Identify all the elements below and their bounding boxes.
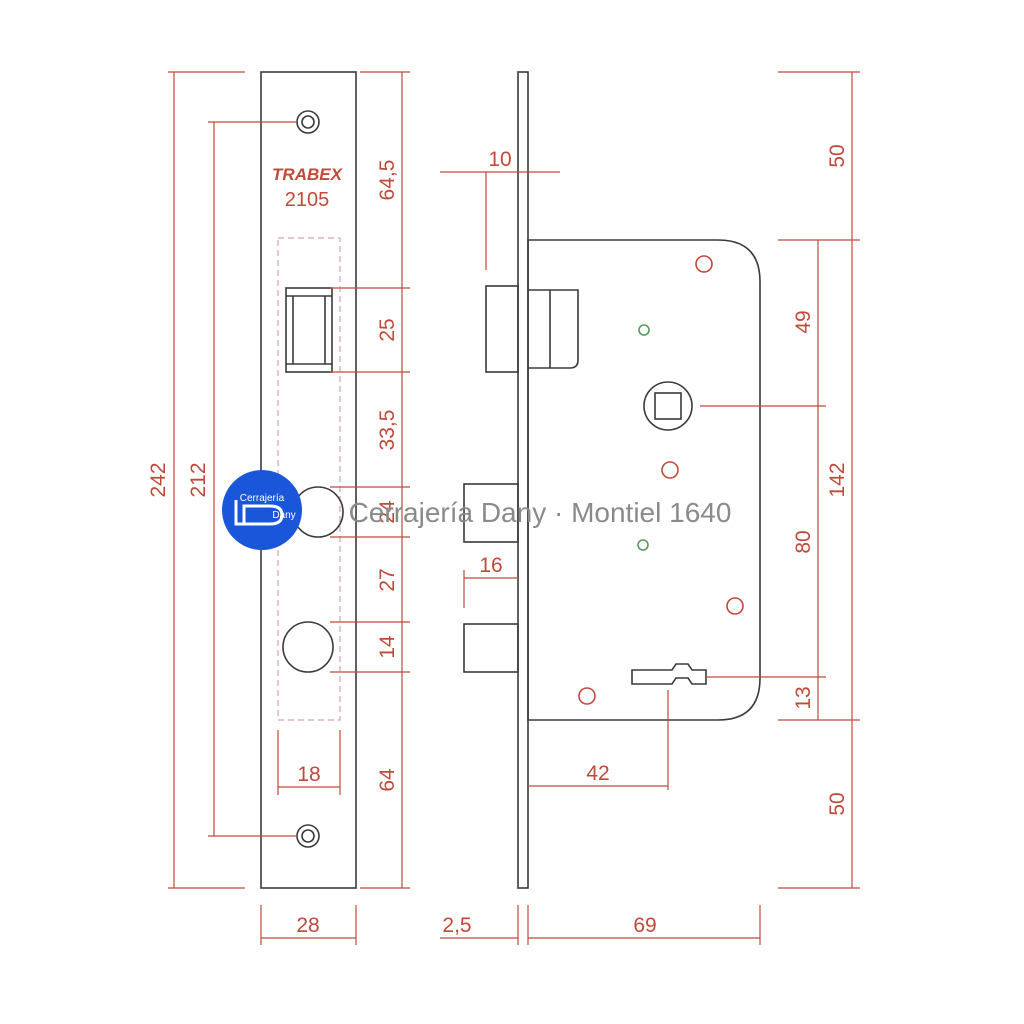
dim-latch-projection: 10 — [488, 148, 511, 171]
latch-body — [528, 289, 579, 369]
dimension-lines — [168, 71, 860, 945]
top-screw-hole — [296, 110, 320, 134]
lock-case-body — [527, 239, 761, 721]
logo-bottom-text: Dany — [272, 510, 295, 521]
dim-follower-to-keyhole: 80 — [792, 530, 815, 553]
dim-latch-height: 25 — [376, 318, 399, 341]
dim-faceplate-width: 28 — [296, 914, 319, 937]
dim-latch-to-follower: 33,5 — [376, 410, 399, 451]
latch-window — [285, 287, 333, 373]
dim-case-top-offset: 50 — [826, 144, 849, 167]
dim-key-to-bottom: 64 — [376, 768, 399, 792]
key-logo-icon — [234, 500, 284, 526]
follower-hub — [643, 381, 693, 431]
dim-keyhole-to-bottom: 13 — [792, 686, 815, 709]
lower-bolt — [463, 623, 519, 673]
model-label: 2105 — [285, 189, 330, 211]
dim-screw-spacing: 212 — [187, 462, 210, 497]
bottom-screw-inner — [301, 829, 315, 843]
rivet-marks — [578, 255, 744, 705]
side-faceplate — [517, 71, 529, 889]
latch-tongue — [485, 285, 519, 373]
dim-top-to-latch: 64,5 — [376, 160, 399, 201]
dim-follower-to-key: 27 — [376, 568, 399, 591]
dim-follower-gap: 24 — [376, 500, 399, 524]
watermark: Cerrajería Dany Cerrajería Dany · Montie… — [222, 470, 731, 550]
dim-case-bottom-offset: 50 — [826, 792, 849, 815]
top-screw-inner — [301, 115, 315, 129]
dim-key-height: 14 — [376, 635, 399, 659]
follower-square — [654, 392, 682, 420]
dim-body-depth: 69 — [633, 914, 656, 937]
bottom-screw-hole — [296, 824, 320, 848]
dim-bolt-projection: 16 — [479, 554, 502, 577]
case-footprint-dashed — [277, 237, 341, 721]
logo-badge — [222, 470, 302, 550]
dimension-labels: 242 212 64,5 25 33,5 24 27 14 64 18 28 2… — [147, 144, 849, 937]
dim-top-to-follower: 49 — [792, 310, 815, 333]
bolt-window-lower — [282, 621, 334, 673]
faceplate-front-view: TRABEX 2105 — [260, 71, 357, 889]
dim-hole-width: 18 — [297, 763, 320, 786]
dim-total-height: 242 — [147, 462, 170, 497]
deadbolt — [463, 483, 519, 543]
lock-side-view — [463, 71, 761, 889]
dim-faceplate-thickness: 2,5 — [442, 914, 471, 937]
dim-case-height: 142 — [826, 462, 849, 497]
brand-label: TRABEX — [272, 165, 344, 184]
logo-top-text: Cerrajería — [240, 493, 285, 504]
keyhole-slot — [631, 663, 707, 685]
watermark-text: Cerrajería Dany · Montiel 1640 — [349, 497, 732, 528]
dim-backset: 42 — [586, 762, 609, 785]
